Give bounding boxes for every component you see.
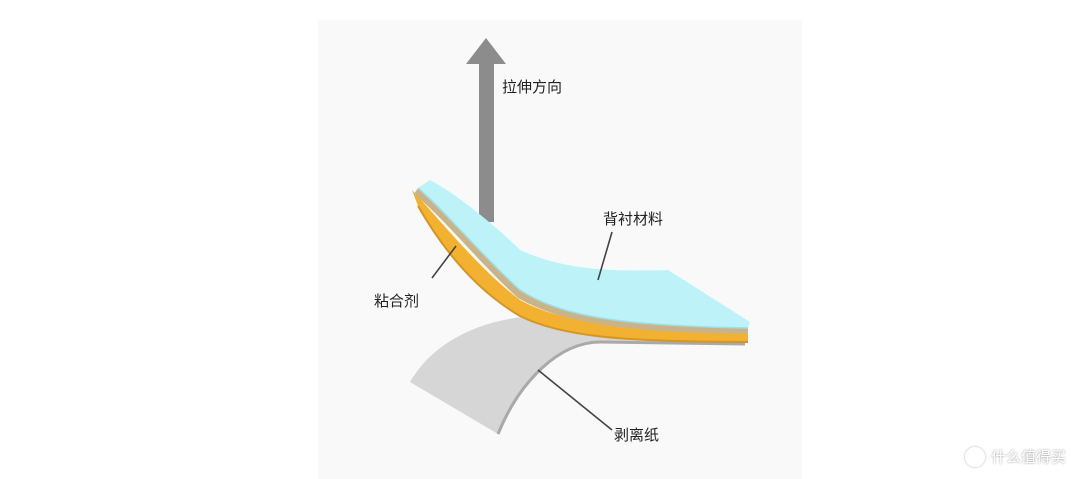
release-paper-layer xyxy=(410,315,746,435)
release-leader-line xyxy=(537,369,613,431)
backing-edge-layer xyxy=(414,188,748,334)
release-paper-label: 剥离纸 xyxy=(614,426,660,444)
adhesive-label: 粘合剂 xyxy=(374,292,420,310)
smzdm-logo-icon xyxy=(964,446,985,467)
backing-material-label: 背衬材料 xyxy=(603,210,664,228)
watermark: 什么值得买 xyxy=(964,446,1066,467)
watermark-text: 什么值得买 xyxy=(990,448,1066,466)
adhesive-layer xyxy=(412,190,749,343)
backing-material-layer xyxy=(417,180,750,329)
pull-direction-label: 拉伸方向 xyxy=(502,78,563,96)
adhesive-leader-line xyxy=(431,245,457,279)
backing-leader-line xyxy=(597,231,613,281)
diagram-panel xyxy=(318,20,802,479)
pull-arrow-icon xyxy=(466,38,506,222)
